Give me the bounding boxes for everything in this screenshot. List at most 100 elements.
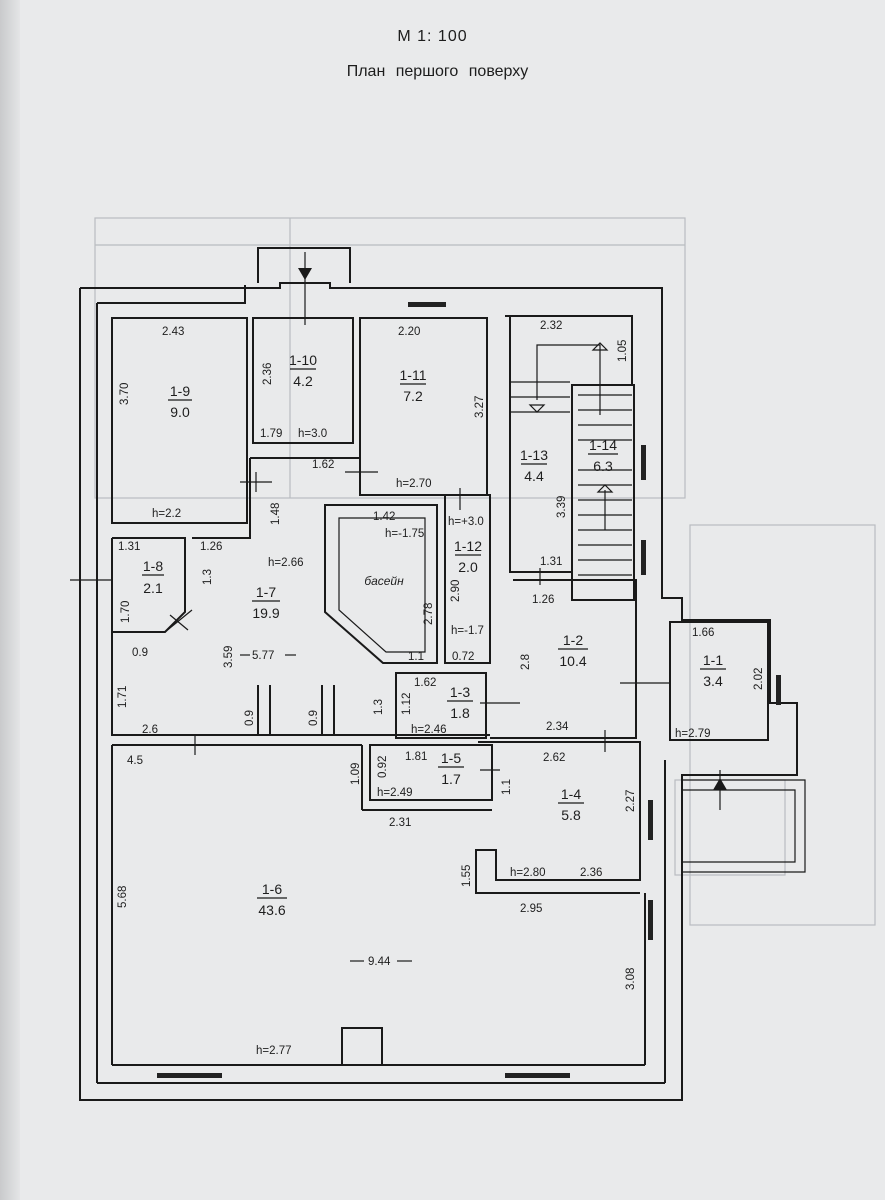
room-id: 1-3: [450, 684, 470, 700]
dimension: h=2.2: [152, 508, 181, 520]
room-id: 1-4: [561, 786, 581, 802]
dimension: 2.20: [398, 326, 420, 338]
room-id: 1-12: [454, 538, 482, 554]
door-markers: [70, 458, 670, 771]
room-area: 1.7: [441, 771, 461, 787]
entrance-arrows: [298, 252, 806, 873]
staircase: [510, 342, 632, 576]
entrance-arrow-right-icon: [713, 778, 727, 790]
room-area: 2.1: [143, 580, 163, 596]
room-area: 6.3: [593, 458, 613, 474]
room-id: 1-7: [256, 584, 276, 600]
dimension: 3.39: [556, 496, 568, 518]
binding-shadow: [0, 0, 20, 1200]
dimension: 1.62: [312, 459, 334, 471]
dimension: 1.26: [532, 594, 554, 606]
dimension: h=-1.75: [385, 528, 424, 540]
room-id: 1-9: [170, 383, 190, 399]
dimension: 1.09: [350, 763, 362, 785]
dimension: 1.62: [414, 677, 436, 689]
room-area: 4.2: [293, 373, 313, 389]
dimension: 1.3: [373, 699, 385, 715]
dimension: 1.1: [408, 651, 424, 663]
dimension: 1.55: [461, 865, 473, 887]
room-id: 1-14: [589, 437, 617, 453]
dimension: 1.12: [401, 693, 413, 715]
dimension: h=2.66: [268, 557, 304, 569]
room-area: 4.4: [524, 468, 544, 484]
room-area: 10.4: [559, 653, 586, 669]
room-labels: 1-9 9.0 1-10 4.2 1-11 7.2 1-13 4.4 1-14 …: [142, 352, 726, 918]
dimension: 1.66: [692, 627, 714, 639]
room-id: 1-2: [563, 632, 583, 648]
dimension: 1.31: [118, 541, 140, 553]
room-area: 5.8: [561, 807, 581, 823]
room-area: 1.8: [450, 705, 470, 721]
dimension: 2.36: [262, 363, 274, 385]
dimension: 2.90: [450, 580, 462, 602]
dimension: 0.9: [244, 710, 256, 726]
room-area: 43.6: [258, 902, 285, 918]
dimension: h=-1.7: [451, 625, 484, 637]
dimension: 0.92: [377, 756, 389, 778]
room-id: 1-13: [520, 447, 548, 463]
room-id: 1-5: [441, 750, 461, 766]
dimension: 1.70: [120, 601, 132, 623]
scale-label: М 1: 100: [397, 28, 468, 45]
dimension: 3.59: [223, 646, 235, 668]
dimension: h=3.0: [298, 428, 327, 440]
dimension: h=2.80: [510, 867, 546, 879]
dimension: 1.79: [260, 428, 282, 440]
dimension: 1.48: [270, 503, 282, 525]
room-id: 1-1: [703, 652, 723, 668]
dimension: 3.08: [625, 968, 637, 990]
dimension: 1.1: [501, 779, 513, 795]
dimension: 2.43: [162, 326, 184, 338]
dimension: 1.31: [540, 556, 562, 568]
room-area: 7.2: [403, 388, 423, 404]
dimension: 1.42: [373, 511, 395, 523]
room-id: 1-8: [143, 558, 163, 574]
dimension: 3.27: [474, 396, 486, 418]
dimension: 2.78: [423, 603, 435, 625]
dimension: h=2.77: [256, 1045, 292, 1057]
dimension: 0.9: [132, 647, 148, 659]
room-area: 9.0: [170, 404, 190, 420]
room-area: 2.0: [458, 559, 478, 575]
dimension: h=+3.0: [448, 516, 484, 528]
dimension: 1.26: [200, 541, 222, 553]
dimension: h=2.49: [377, 787, 413, 799]
dimension: 2.34: [546, 721, 569, 733]
dimension: 2.36: [580, 867, 602, 879]
dimension: 2.02: [753, 668, 765, 690]
room-id: 1-10: [289, 352, 317, 368]
dimension: 9.44: [368, 956, 391, 968]
room-area: 3.4: [703, 673, 723, 689]
dimension: 5.68: [117, 886, 129, 908]
room-id: 1-11: [400, 367, 427, 383]
dimension: 2.62: [543, 752, 565, 764]
entrance-arrow-top-icon: [298, 268, 312, 280]
dimension: 2.95: [520, 903, 542, 915]
dimension: 1.71: [117, 686, 129, 708]
outer-walls: [79, 247, 798, 1101]
dimension: 1.05: [617, 340, 629, 362]
plan-title: План першого поверху: [346, 63, 529, 80]
dimension: 2.6: [142, 724, 158, 736]
dimension: h=2.79: [675, 728, 711, 740]
dimension: 2.31: [389, 817, 411, 829]
dimension: 2.32: [540, 320, 562, 332]
dimension: 3.70: [119, 383, 131, 405]
windows: [157, 302, 781, 1078]
dimension: 2.8: [520, 654, 532, 670]
room-walls: [111, 315, 769, 1066]
dimension: 1.3: [202, 569, 214, 585]
dimension: 4.5: [127, 755, 143, 767]
dimension: 5.77: [252, 650, 274, 662]
room-area: 19.9: [252, 605, 279, 621]
dimension: 0.72: [452, 651, 474, 663]
dimension: 2.27: [625, 790, 637, 812]
dimension: 1.81: [405, 751, 427, 763]
